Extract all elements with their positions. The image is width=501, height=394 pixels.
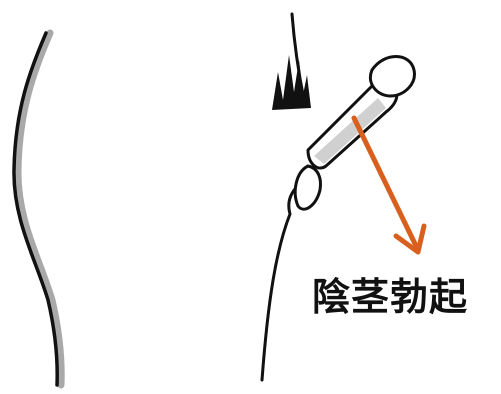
torso-contour-lower xyxy=(260,180,304,382)
torso-contour-upper xyxy=(290,12,306,102)
arrow-shaft xyxy=(351,115,421,253)
left-body-contour xyxy=(12,31,59,387)
down-right-arrow-icon xyxy=(351,115,427,255)
scrotum-outline xyxy=(293,164,322,211)
glans-outline xyxy=(369,55,416,98)
penis-erection-illustration xyxy=(260,12,416,382)
pubic-hair-icon xyxy=(272,55,311,110)
arrow-head xyxy=(393,223,427,255)
left-body-contour-shadow xyxy=(14,29,65,389)
caption-label: 陰茎勃起 xyxy=(312,275,469,319)
shaft-shading xyxy=(314,98,386,164)
